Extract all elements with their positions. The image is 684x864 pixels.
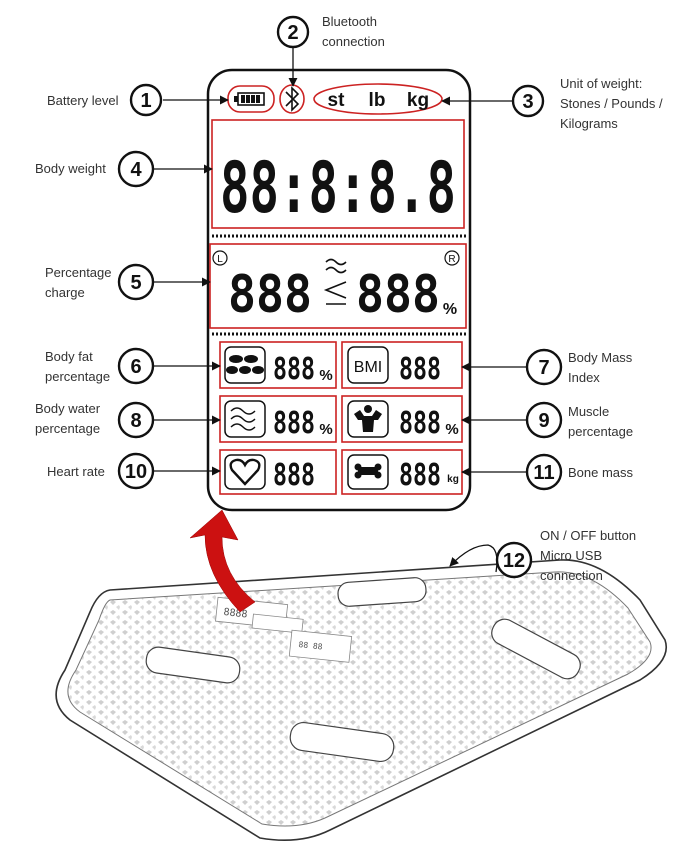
charge-unit: % [443,301,457,318]
label-charge: Percentage [45,265,112,280]
callout-number: 1 [140,90,151,112]
callout-number: 6 [130,356,141,378]
label-unit: Unit of weight: [560,76,642,91]
battery-icon [234,92,265,106]
zoom-arrow [189,509,256,613]
muscle-unit: % [445,421,458,438]
left-marker-circle [212,250,228,266]
callout-number: 11 [533,462,554,484]
electrode-pad [491,618,581,680]
label-on-off: ON / OFF button [540,528,636,543]
approx-symbol [323,258,347,305]
bmi-tag: BMI [354,359,382,376]
label-bluetooth: connection [322,34,385,49]
label-unit: Kilograms [560,116,618,131]
electrode-pad [337,577,427,607]
label-heart-rate: Heart rate [47,464,105,479]
right-marker-circle [444,250,460,266]
label-on-off: Micro USB [540,548,602,563]
label-bmi: Body Mass [568,350,633,365]
electrode-pad [289,721,395,763]
label-muscle: percentage [568,424,633,439]
label-body-weight: Body weight [35,161,106,176]
label-body-fat: percentage [45,369,110,384]
charge-left-marker: L [217,254,223,265]
heart-rate-digits: 888 [273,458,315,493]
bone-unit: kg [447,474,459,485]
callout-number: 10 [125,461,147,483]
bone-icon [354,463,382,479]
label-body-water: percentage [35,421,100,436]
charge-right-digits: 888 [356,265,440,325]
unit-kg: kg [407,90,429,111]
unit-st: st [328,90,346,111]
body-water-unit: % [319,421,332,438]
weight-highlight [211,119,465,229]
callout-number: 7 [538,357,549,379]
label-bluetooth: Bluetooth [322,14,377,29]
label-body-water: Body water [35,401,101,416]
callout-number: 4 [130,159,142,181]
label-body-fat: Body fat [45,349,93,364]
weight-digits: 88:8:8.8 [220,147,456,229]
water-waves-icon [230,407,256,431]
label-on-off: connection [540,568,603,583]
body-fat-unit: % [319,367,332,384]
label-charge: charge [45,285,85,300]
callout-number: 8 [130,410,141,432]
lcd-panel: st lb kg 88:8:8.8 L R 888 888 % 888 % B [206,68,472,512]
muscle-man-icon [354,405,382,432]
scale-platform: 8888 88 88 [55,559,667,842]
label-muscle: Muscle [568,404,609,419]
callout-labels: Battery level Bluetooth connection Unit … [35,14,663,583]
muscle-digits: 888 [399,406,441,441]
heart-icon [229,458,261,486]
label-unit: Stones / Pounds / [560,96,663,111]
bluetooth-icon [285,86,300,112]
fat-cells-icon [226,355,264,374]
svg-text:88 88: 88 88 [298,640,323,651]
label-bone-mass: Bone mass [568,465,634,480]
callout-number: 5 [130,272,141,294]
callout-number: 2 [287,22,298,44]
label-battery: Battery level [47,93,119,108]
label-bmi: Index [568,370,600,385]
charge-left-digits: 888 [228,265,312,325]
callout-number: 9 [538,410,549,432]
body-fat-digits: 888 [273,352,315,387]
bone-digits: 888 [399,458,441,493]
callout-number: 3 [522,91,533,113]
callout-number: 12 [503,550,525,572]
charge-right-marker: R [448,254,455,265]
electrode-pad [145,646,241,684]
callouts [154,48,526,573]
callout-circles: 1 2 3 4 5 6 7 8 9 10 11 12 [117,15,563,579]
unit-lb: lb [369,90,386,111]
body-water-digits: 888 [273,406,315,441]
bmi-digits: 888 [399,352,441,387]
